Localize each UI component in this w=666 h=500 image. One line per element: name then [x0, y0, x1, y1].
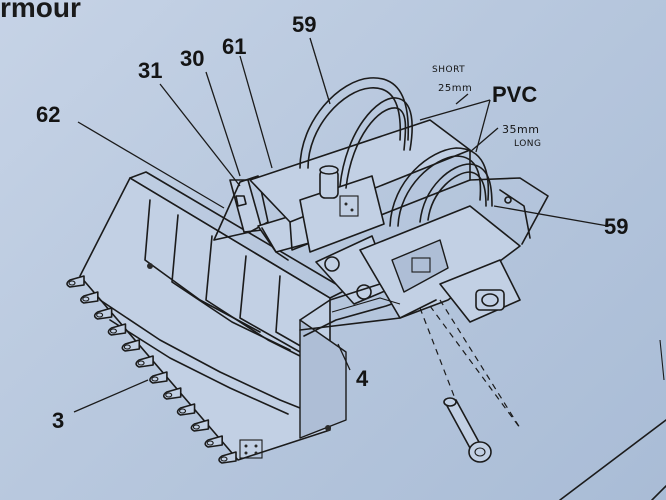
bucket-tooth: [204, 435, 223, 448]
bucket-tooth: [135, 355, 154, 368]
note-long: LONG: [514, 139, 542, 149]
label-pvc: PVC: [492, 82, 538, 107]
label-part-59-right: 59: [604, 214, 629, 239]
bucket-tooth: [93, 307, 113, 320]
brand-logo-text: rmour: [0, 0, 81, 23]
label-part-31: 31: [138, 58, 163, 83]
bucket-tooth: [149, 371, 168, 384]
bucket-tooth: [80, 291, 99, 304]
label-part-61: 61: [222, 34, 247, 59]
bucket-tooth: [162, 387, 182, 400]
label-part-30: 30: [180, 46, 205, 71]
bucket-teeth: [66, 275, 237, 464]
edge-right: [659, 339, 665, 381]
label-part-3: 3: [52, 408, 65, 433]
label-part-62: 62: [36, 102, 61, 127]
pin-part: [419, 299, 521, 463]
bucket-tooth: [121, 339, 141, 352]
note-long-length: 35mm: [502, 123, 540, 136]
bucket-tooth: [218, 451, 237, 464]
bucket-tooth: [176, 403, 196, 416]
bucket-tooth: [107, 323, 127, 336]
label-part-4: 4: [356, 366, 369, 391]
bucket-tooth: [190, 419, 210, 432]
label-part-59-top: 59: [292, 12, 317, 37]
leader-lines: [73, 37, 609, 413]
bucket-assembly: [79, 171, 347, 461]
note-short-length: 25mm: [438, 83, 473, 94]
pvc-hoses: [299, 77, 493, 227]
frame-body: [249, 119, 549, 331]
border-line-right: [651, 485, 666, 500]
bucket-tooth: [66, 275, 85, 288]
border-line-lower: [559, 419, 666, 500]
note-short: SHORT: [432, 65, 466, 75]
